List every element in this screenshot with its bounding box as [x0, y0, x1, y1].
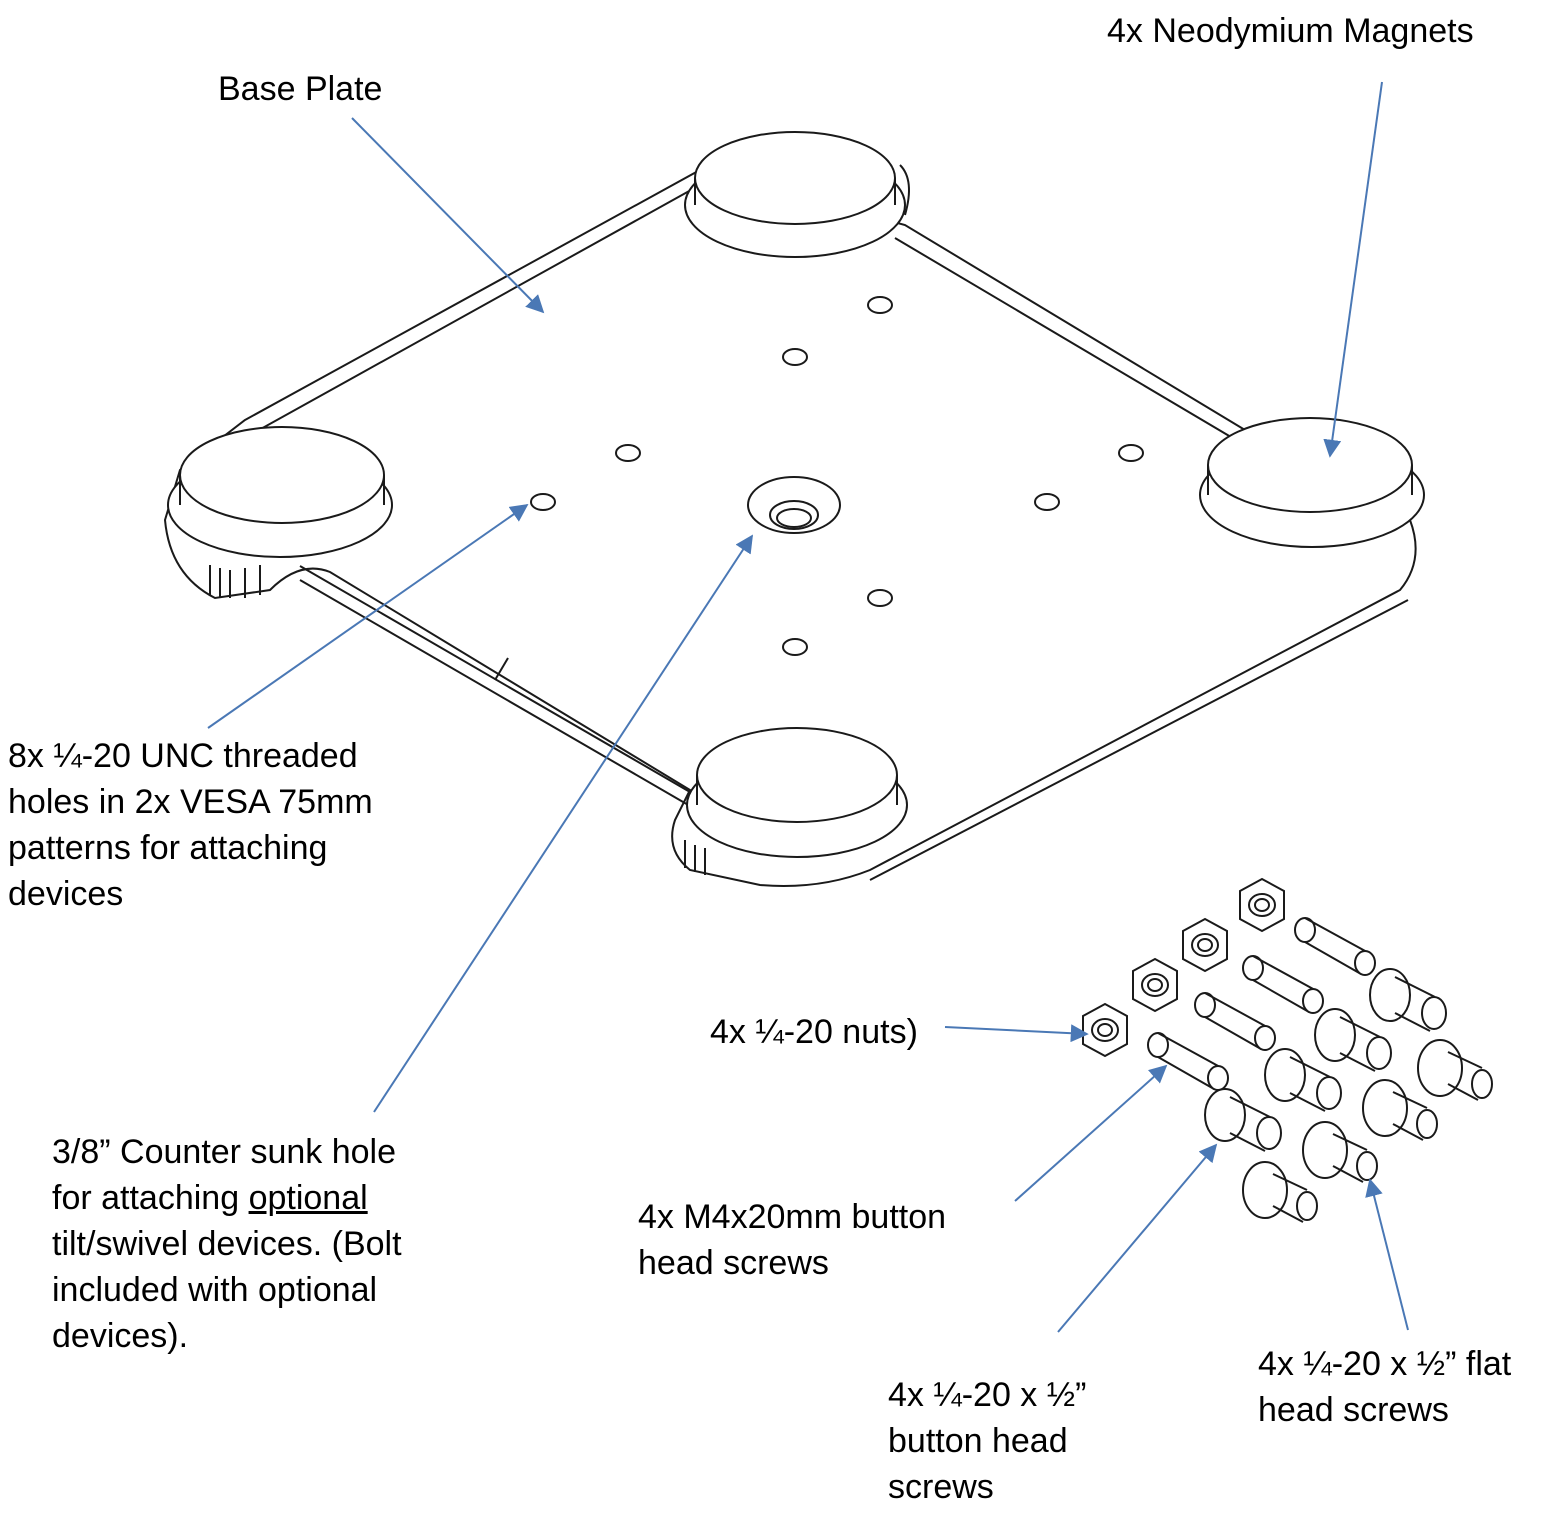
label-threaded-holes: 8x ¼-20 UNC threaded holes in 2x VESA 75… — [8, 733, 373, 917]
threaded-holes-line-2: holes in 2x VESA 75mm — [8, 783, 373, 821]
m4-screws-line-1: 4x M4x20mm button — [638, 1198, 947, 1236]
label-button-head-screws: 4x ¼-20 x ½” button head screws — [888, 1372, 1086, 1510]
label-nuts: 4x ¼-20 nuts) — [710, 1013, 918, 1051]
label-countersunk-hole: 3/8” Counter sunk hole for attaching opt… — [52, 1129, 402, 1359]
magnet-right — [1199, 417, 1425, 548]
m4-screws — [1147, 917, 1376, 1091]
arrow-base-plate — [351, 117, 545, 314]
threaded-holes — [530, 296, 1144, 656]
flat-head-line-1: 4x ¼-20 x ½” flat — [1258, 1345, 1512, 1383]
countersunk-line-1: 3/8” Counter sunk hole — [52, 1133, 396, 1171]
arrow-countersunk — [373, 534, 753, 1113]
countersunk-line-5: devices). — [52, 1317, 189, 1355]
arrow-magnets — [1323, 81, 1383, 458]
countersunk-line-2-prefix: for attaching — [52, 1179, 249, 1217]
flat-head-line-2: head screws — [1258, 1391, 1449, 1429]
label-m4-screws: 4x M4x20mm button head screws — [638, 1194, 946, 1286]
countersunk-hole — [747, 476, 841, 534]
m4-screws-line-2: head screws — [638, 1244, 829, 1282]
arrow-threaded-holes — [207, 503, 529, 729]
countersunk-line-4: included with optional — [52, 1271, 378, 1309]
flat-head-screws — [1242, 1039, 1493, 1223]
label-neodymium-magnets: 4x Neodymium Magnets — [1107, 12, 1474, 50]
nuts — [1082, 877, 1285, 1058]
countersunk-line-3: tilt/swivel devices. (Bolt — [52, 1225, 402, 1263]
countersunk-optional-underlined: optional — [248, 1179, 368, 1217]
threaded-holes-line-4: devices — [8, 875, 124, 913]
base-plate — [163, 168, 1417, 887]
button-head-line-2: button head — [888, 1422, 1068, 1460]
magnet-top — [684, 131, 910, 258]
button-head-screws — [1204, 968, 1447, 1152]
label-base-plate: Base Plate — [218, 70, 383, 108]
magnet-bottom — [684, 727, 908, 875]
label-flat-head-screws: 4x ¼-20 x ½” flat head screws — [1258, 1341, 1511, 1433]
threaded-holes-line-1: 8x ¼-20 UNC threaded — [8, 737, 358, 775]
magnet-left — [167, 426, 393, 598]
countersunk-line-2: for attaching optional — [52, 1175, 402, 1221]
arrow-flat-head — [1365, 1178, 1409, 1331]
button-head-line-3: screws — [888, 1468, 994, 1506]
arrow-nuts — [944, 1024, 1089, 1043]
threaded-holes-line-3: patterns for attaching — [8, 829, 328, 867]
arrow-m4-screws — [1014, 1064, 1168, 1202]
button-head-line-1: 4x ¼-20 x ½” — [888, 1376, 1087, 1414]
arrow-button-head — [1057, 1143, 1218, 1333]
